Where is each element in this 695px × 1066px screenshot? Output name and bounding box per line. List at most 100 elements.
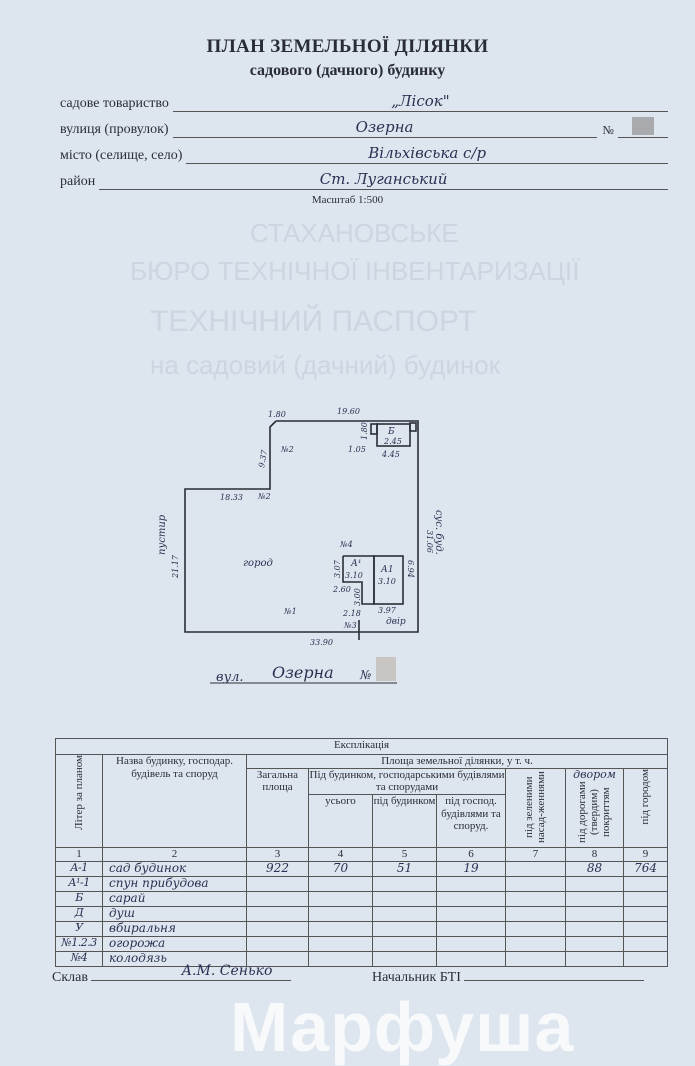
field-label: район	[60, 174, 96, 189]
cell-green	[505, 890, 566, 907]
col-number: 7	[505, 847, 566, 862]
dim-label: 9.37	[257, 448, 269, 468]
building-b-part	[370, 423, 378, 435]
label-fence3: №3	[343, 621, 357, 630]
cell-total	[246, 890, 309, 907]
cell-house	[372, 890, 437, 907]
dim-label: 33.90	[310, 638, 333, 647]
cell-house	[372, 950, 437, 967]
cell-letter: А-1	[55, 860, 103, 877]
document-title: ПЛАН ЗЕМЕЛЬНОЇ ДІЛЯНКИ	[206, 36, 489, 57]
col-roads-header: під дорогами (твердим) покриттям	[576, 781, 613, 844]
col-number: 2	[102, 847, 247, 862]
cell-all	[308, 875, 373, 892]
label-fence2b: №2	[257, 492, 271, 501]
dim-label: 3.10	[378, 577, 396, 586]
cell-letter: Б	[55, 890, 103, 907]
label-yard: двір	[386, 617, 406, 627]
dim-label: 4.45	[381, 450, 400, 459]
compiled-label: Склав	[52, 970, 88, 985]
label-a1-ext: А¹	[350, 559, 361, 569]
compiled-signature: А.М. Сенько	[181, 963, 273, 979]
col-all-header: усього	[308, 794, 373, 848]
built-group-header: Під будинком, господарськими будівлями т…	[308, 767, 506, 796]
label-a1: А1	[380, 565, 394, 575]
field-value: Вільхівська с/р	[368, 144, 487, 162]
document-subtitle: садового (дачного) будинку	[249, 62, 446, 79]
cell-total	[246, 875, 309, 892]
cell-house	[372, 875, 437, 892]
col-green-header: під зеленими насад-женнями	[523, 770, 548, 843]
field-label: вулиця (провулок)	[60, 122, 169, 137]
label-b: Б	[387, 427, 395, 437]
street-prefix: вул.	[216, 670, 244, 685]
col-garden-header: під городом	[639, 768, 652, 825]
col-number: 3	[246, 847, 309, 862]
cell-all	[308, 950, 373, 967]
redacted-number	[632, 117, 654, 135]
field-city: місто (селище, село) Вільхівська с/р	[60, 144, 668, 164]
cell-letter: Д	[55, 905, 103, 922]
dim-label: 18.33	[220, 493, 243, 502]
label-wasteland: пустир	[157, 514, 168, 555]
cell-name: вбиральня	[102, 920, 247, 937]
field-district: район Ст. Луганський	[60, 170, 668, 190]
label-garden: город	[243, 558, 273, 569]
cell-outbuild	[436, 950, 506, 967]
dim-label: 3.07	[333, 559, 342, 578]
field-label: садове товариство	[60, 96, 169, 111]
cell-total	[246, 935, 309, 952]
cell-house	[372, 935, 437, 952]
col-number: 9	[622, 847, 669, 862]
cell-name: душ	[102, 905, 247, 922]
dim-label: 2.60	[332, 585, 351, 594]
cell-garden	[622, 875, 669, 892]
dim-label: 1.05	[348, 445, 366, 454]
field-garden-society: садове товариство „Лісок"	[60, 92, 668, 112]
label-fence2: №2	[280, 445, 294, 454]
field-value: „Лісок"	[391, 92, 450, 110]
dim-label: 2.45	[383, 437, 402, 446]
building-toilet	[409, 422, 417, 432]
dim-label: 3.97	[378, 606, 397, 615]
number-label: №	[602, 123, 614, 137]
col-number: 1	[55, 847, 103, 862]
label-well: №4	[339, 540, 353, 549]
cell-all	[308, 905, 373, 922]
bleed-through-text: ТЕХНІЧНИЙ ПАСПОРТ	[150, 305, 476, 338]
dim-label: 21.17	[171, 554, 180, 579]
cell-total: 922	[246, 860, 309, 877]
cell-name: сад будинок	[102, 860, 247, 877]
field-label: місто (селище, село)	[60, 148, 183, 163]
cell-roads	[565, 950, 624, 967]
building-b	[376, 423, 411, 447]
cell-all	[308, 920, 373, 937]
cell-green	[505, 920, 566, 937]
redacted-house-number	[376, 657, 396, 681]
col-outbuild-header: під господ. будівлями та споруд.	[436, 794, 506, 848]
field-value: Озерна	[355, 118, 414, 136]
dim-label: 1.80	[360, 422, 369, 440]
cell-outbuild	[436, 920, 506, 937]
cell-house: 51	[372, 860, 437, 877]
dim-label: 19.60	[337, 407, 360, 416]
cell-roads	[565, 920, 624, 937]
field-value: Ст. Луганський	[319, 170, 448, 188]
cell-house	[372, 920, 437, 937]
cell-letter: №1.2.3	[55, 935, 103, 952]
site-plan: 1.80 19.60 9.37 18.33 21.17 31.06 33.90 …	[157, 407, 444, 685]
dim-label: 3.00	[353, 588, 362, 606]
cell-all	[308, 935, 373, 952]
scale-label: Масштаб 1:500	[311, 194, 384, 206]
col-number: 4	[308, 847, 373, 862]
head-label: Начальник БТІ	[372, 970, 461, 985]
cell-outbuild	[436, 905, 506, 922]
cell-green	[505, 905, 566, 922]
cell-house	[372, 905, 437, 922]
col-total-header: Загальна площа	[246, 767, 309, 849]
